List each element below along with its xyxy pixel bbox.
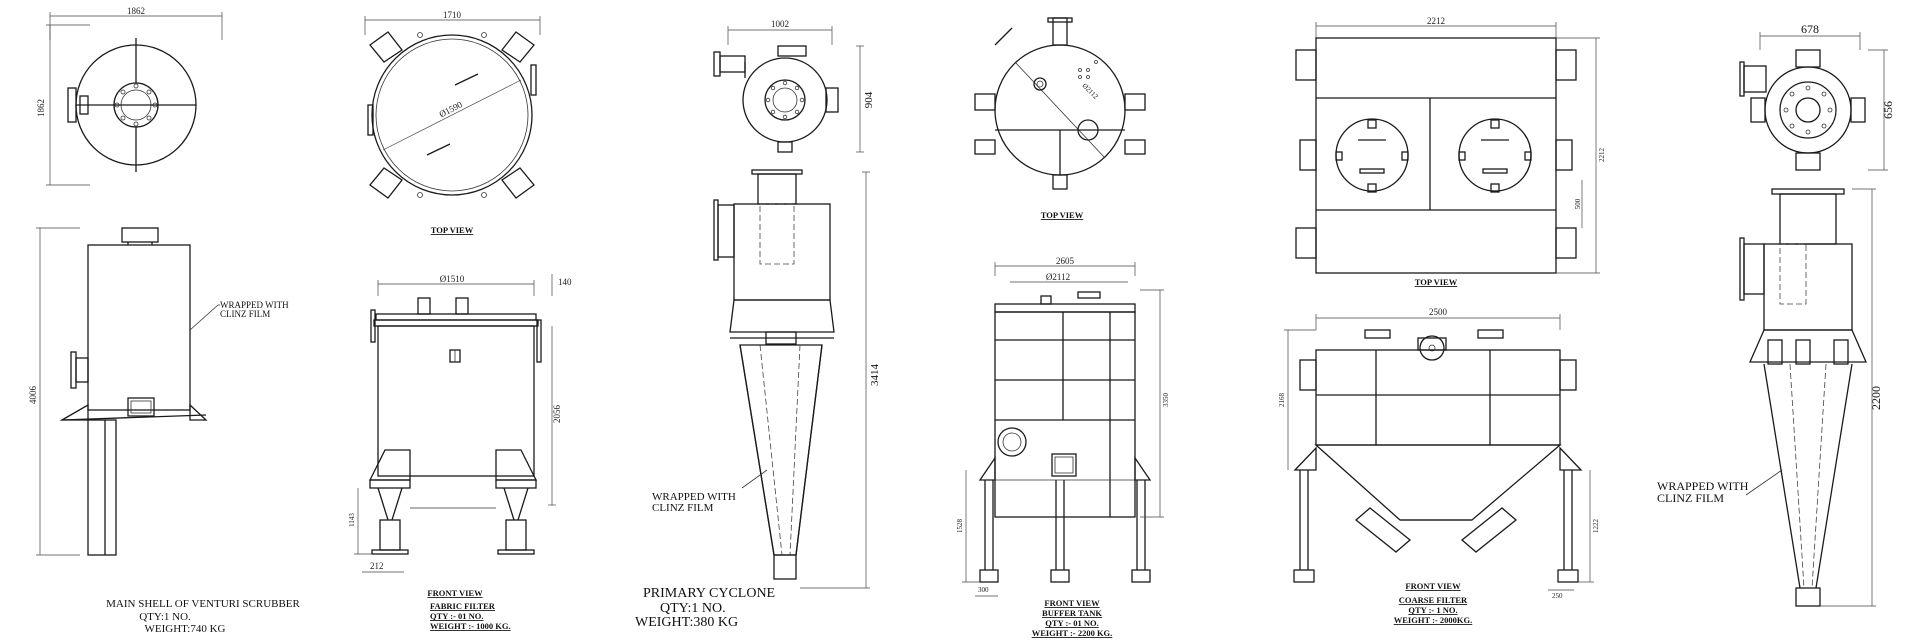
- coarse-filter-dim-top-height: 2212: [1598, 148, 1606, 163]
- cyclone-dim-top-height: 904: [863, 91, 875, 108]
- coarse-filter-dim-leg-height: 1222: [1592, 519, 1600, 534]
- fabric-filter-caption-weight: WEIGHT :- 1000 KG.: [430, 621, 511, 631]
- cyclone-caption-qty: QTY:1 NO.: [660, 601, 726, 616]
- cyclone2-front-view: 2200 WRAPPED WITH CLINZ FILM: [1657, 188, 1883, 607]
- buffer-tank-dim-width: 2605: [1056, 256, 1075, 266]
- fabric-filter-dim-leg-width: 212: [370, 561, 384, 571]
- cyclone-front-view: 3414 WRAPPED WITH CLINZ FILM: [652, 169, 881, 589]
- coarse-filter-dim-width: 2500: [1429, 307, 1448, 317]
- buffer-tank-dim-leg-height: 1528: [956, 519, 964, 534]
- buffer-tank-dim-leg-width: 300: [978, 586, 989, 594]
- buffer-tank-caption-weight: WEIGHT :- 2200 KG.: [1032, 628, 1113, 638]
- scrubber-note-line1: WRAPPED WITH: [220, 300, 289, 310]
- coarse-filter-dim-inner: 500: [1574, 198, 1582, 209]
- cyclone2-note-line2: CLINZ FILM: [1657, 491, 1724, 505]
- fabric-filter-caption-qty: QTY :- 01 NO.: [430, 611, 484, 621]
- coarse-filter-front-view-label: FRONT VIEW: [1405, 581, 1461, 591]
- coarse-filter-caption-qty: QTY :- 1 NO.: [1408, 605, 1457, 615]
- fabric-filter-dim-flange: 140: [558, 277, 572, 287]
- buffer-tank-top-view: Ø2112 TOP VIEW: [974, 17, 1146, 220]
- primary-cyclone: 1002 904: [635, 19, 881, 630]
- cyclone-note-line2: CLINZ FILM: [652, 502, 714, 514]
- cyclone2-dim-top-height: 656: [1881, 101, 1895, 119]
- coarse-filter-front-view: 2500: [1278, 307, 1600, 625]
- scrubber-dim-top-height: 1862: [36, 99, 46, 117]
- fabric-filter-dim-leg-height: 1143: [348, 513, 356, 527]
- cyclone-note-line1: WRAPPED WITH: [652, 491, 736, 503]
- scrubber-front-view: 4006 WRAPPED WITH CLINZ FILM: [28, 227, 289, 556]
- cyclone2-note-line1: WRAPPED WITH: [1657, 479, 1749, 493]
- buffer-tank-front-view: 2605 Ø2112: [956, 256, 1170, 638]
- buffer-tank-dim-top-dia: Ø2112: [1081, 82, 1100, 101]
- buffer-tank: Ø2112 TOP VIEW 2605 Ø2112: [956, 17, 1170, 638]
- fabric-filter-caption-name: FABRIC FILTER: [430, 601, 496, 611]
- buffer-tank-front-view-label: FRONT VIEW: [1044, 598, 1100, 608]
- scrubber-dim-height: 4006: [28, 386, 38, 405]
- cyclone-2: 678 656: [1657, 22, 1895, 607]
- scrubber-caption-title: MAIN SHELL OF VENTURI SCRUBBER: [106, 598, 300, 610]
- cyclone-caption-title: PRIMARY CYCLONE: [643, 586, 775, 601]
- buffer-tank-dim-body-dia: Ø2112: [1046, 272, 1070, 282]
- scrubber-dim-top-width: 1862: [127, 6, 145, 16]
- cyclone2-dim-height: 2200: [1869, 386, 1883, 410]
- fabric-filter-dim-top-width: 1710: [443, 10, 462, 20]
- scrubber-note-line2: CLINZ FILM: [220, 309, 270, 319]
- scrubber-caption-weight: WEIGHT:740 KG: [144, 623, 225, 635]
- coarse-filter-dim-height: 2168: [1278, 393, 1286, 408]
- cyclone-top-view: 1002 904: [713, 19, 875, 153]
- venturi-scrubber: 1862 1862: [28, 6, 301, 635]
- buffer-tank-top-view-label: TOP VIEW: [1041, 210, 1084, 220]
- cyclone-dim-height: 3414: [869, 364, 881, 387]
- coarse-filter: 2212: [1278, 16, 1606, 625]
- buffer-tank-caption-qty: QTY :- 01 NO.: [1045, 618, 1099, 628]
- coarse-filter-dim-top-width: 2212: [1427, 16, 1445, 26]
- scrubber-top-view: 1862 1862: [36, 6, 223, 186]
- coarse-filter-top-view: 2212: [1295, 16, 1606, 287]
- cyclone-dim-top-width: 1002: [771, 19, 789, 29]
- scrubber-caption-qty: QTY:1 NO.: [139, 611, 191, 623]
- cyclone-caption: PRIMARY CYCLONE QTY:1 NO. WEIGHT:380 KG: [635, 586, 775, 630]
- cyclone2-top-view: 678 656: [1739, 22, 1895, 171]
- scrubber-caption: MAIN SHELL OF VENTURI SCRUBBER QTY:1 NO.…: [106, 598, 300, 635]
- fabric-filter-front-view-label: FRONT VIEW: [427, 588, 483, 598]
- cyclone2-dim-top-width: 678: [1801, 22, 1819, 36]
- fabric-filter-dim-top-dia: Ø1590: [437, 99, 464, 119]
- fabric-filter-dim-body-height: 2056: [552, 405, 562, 424]
- buffer-tank-dim-height: 3350: [1162, 393, 1170, 408]
- coarse-filter-top-view-label: TOP VIEW: [1415, 277, 1458, 287]
- coarse-filter-dim-leg-width: 250: [1552, 592, 1563, 600]
- fabric-filter-top-view-label: TOP VIEW: [431, 225, 474, 235]
- coarse-filter-caption-weight: WEIGHT :- 2000KG.: [1394, 615, 1472, 625]
- cyclone-caption-weight: WEIGHT:380 KG: [635, 615, 738, 630]
- fabric-filter-top-view: 1710 Ø1590 TOP VIEW: [364, 10, 541, 235]
- buffer-tank-caption-name: BUFFER TANK: [1042, 608, 1102, 618]
- fabric-filter: 1710 Ø1590 TOP VIEW Ø1510: [348, 10, 572, 631]
- coarse-filter-caption-name: COARSE FILTER: [1399, 595, 1468, 605]
- fabric-filter-front-view: Ø1510 140 2056: [348, 274, 572, 631]
- fabric-filter-dim-body-dia: Ø1510: [440, 274, 465, 284]
